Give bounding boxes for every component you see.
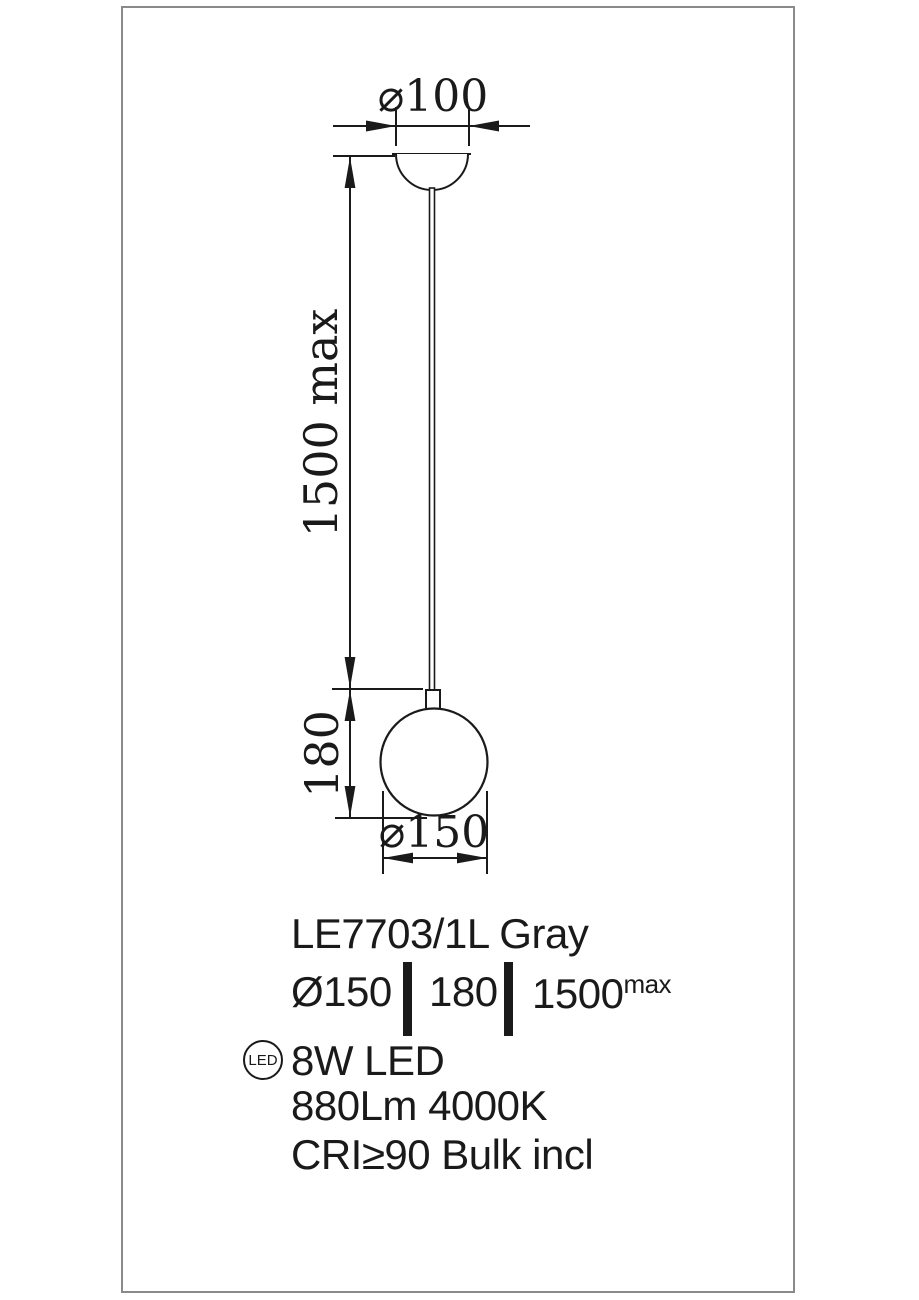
sheet-border xyxy=(121,6,795,1293)
shade-diameter-dimension xyxy=(382,791,488,874)
ceiling-canopy xyxy=(392,153,471,191)
led-badge-text: LED xyxy=(248,1051,278,1069)
arrowhead-up-icon xyxy=(344,157,356,188)
shade-diameter-label: ⌀150 xyxy=(378,807,490,858)
arrowhead-down-icon xyxy=(344,657,356,688)
arrowhead-left-icon xyxy=(469,120,499,132)
suspension-cable xyxy=(428,187,436,692)
lamp-holder xyxy=(425,689,441,710)
arrowhead-right-icon xyxy=(457,852,487,864)
spec-divider-bar xyxy=(403,962,412,1036)
spec-diameter-value: Ø150 xyxy=(291,968,392,1015)
arrowhead-up-icon xyxy=(344,690,356,721)
drop-height-dimension xyxy=(332,155,427,819)
shade-height-label: 180 xyxy=(295,710,349,798)
spec-drop-value: 1500max xyxy=(532,969,672,1017)
spec-drop-max-superscript: max xyxy=(623,969,672,999)
sphere-shade xyxy=(379,707,489,817)
canopy-diameter-label: ⌀100 xyxy=(377,71,489,122)
spec-height-value: 180 xyxy=(429,968,498,1015)
spec-divider-bar xyxy=(504,962,513,1036)
model-name: LE7703/1L Gray xyxy=(291,910,589,957)
spec-power: 8W LED xyxy=(291,1037,445,1084)
spec-lumen-temperature: 880Lm 4000K xyxy=(291,1082,548,1129)
spec-drop-number: 1500 xyxy=(532,970,624,1017)
arrowhead-down-icon xyxy=(344,786,356,817)
drop-length-label: 1500 max xyxy=(294,308,348,538)
spec-cri-bulb: CRI≥90 Bulk incl xyxy=(291,1131,594,1178)
arrowhead-left-icon xyxy=(383,852,413,864)
arrowhead-right-icon xyxy=(366,120,396,132)
led-badge-icon: LED xyxy=(243,1040,283,1080)
canopy-diameter-dimension xyxy=(333,107,530,146)
